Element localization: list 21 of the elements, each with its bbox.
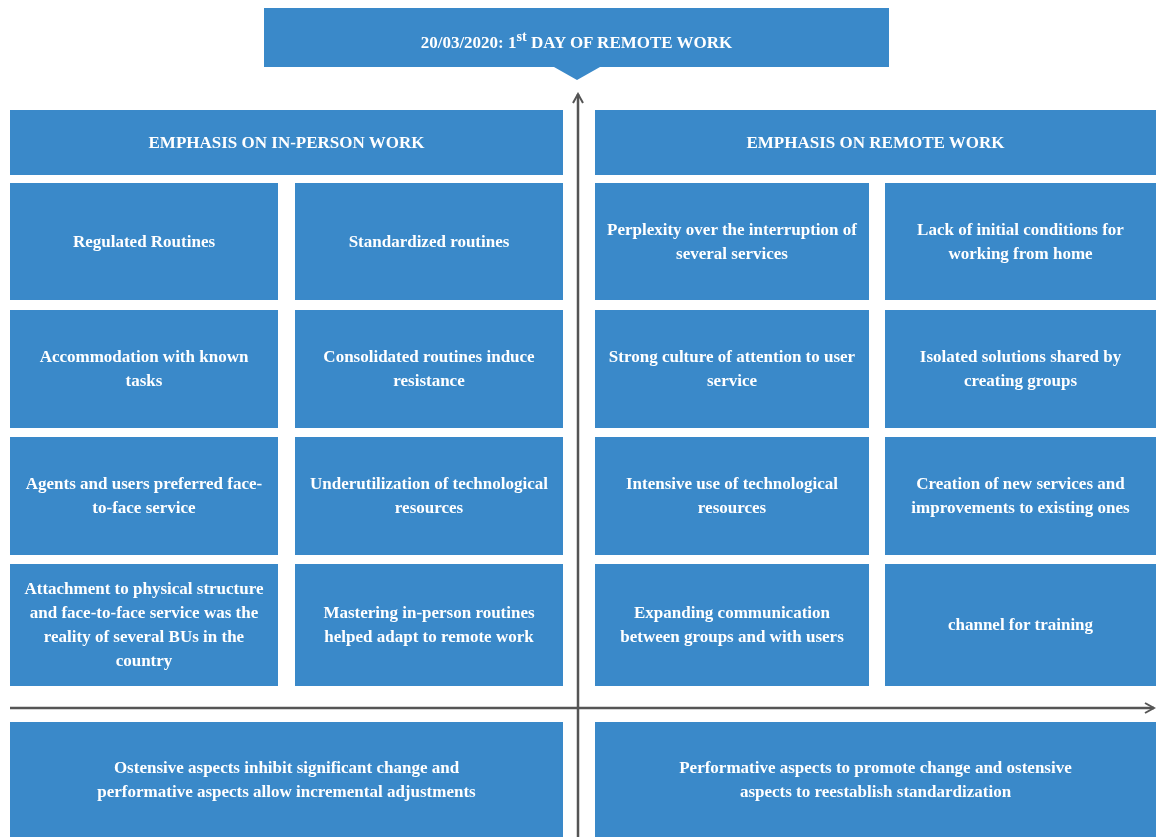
quadrant-box: Isolated solutions shared by creating groups: [885, 310, 1156, 428]
column-header: EMPHASIS ON REMOTE WORK: [595, 110, 1156, 175]
quadrant-box: Mastering in-person routines helped adapt to remote work: [295, 564, 563, 686]
quadrant-box: Underutilization of technological resources: [295, 437, 563, 555]
quadrant-box: Perplexity over the interruption of several services: [595, 183, 869, 300]
quadrant-box: Standardized routines: [295, 183, 563, 300]
quadrant-box: Agents and users preferred face-to-face service: [10, 437, 278, 555]
quadrant-box: Lack of initial conditions for working from home: [885, 183, 1156, 300]
summary-box: Performative aspects to promote change and ostensive aspects to reestablish standardization: [595, 722, 1156, 837]
column-header: EMPHASIS ON IN-PERSON WORK: [10, 110, 563, 175]
quadrant-box: Intensive use of technological resources: [595, 437, 869, 555]
quadrant-box: Regulated Routines: [10, 183, 278, 300]
summary-box: Ostensive aspects inhibit significant change and performative aspects allow incremental adjustments: [10, 722, 563, 837]
title-text: 20/03/2020: 1$^{st}$ DAY OF REMOTE WORK: [419, 28, 734, 53]
quadrant-box: channel for training: [885, 564, 1156, 686]
quadrant-box: Strong culture of attention to user service: [595, 310, 869, 428]
quadrant-box: Consolidated routines induce resistance: [295, 310, 563, 428]
quadrant-box: Creation of new services and improvements to existing ones: [885, 437, 1156, 555]
quadrant-box: Accommodation with known tasks: [10, 310, 278, 428]
quadrant-box: Attachment to physical structure and face-to-face service was the reality of several BUs in the country: [10, 564, 278, 686]
quadrant-box: Expanding communication between groups and with users: [595, 564, 869, 686]
